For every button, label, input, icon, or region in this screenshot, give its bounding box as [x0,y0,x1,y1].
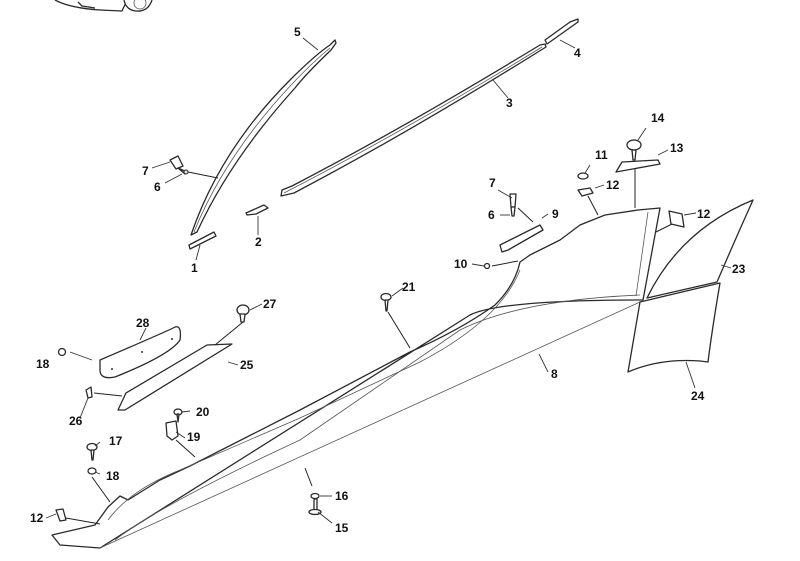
callout-18-upper: 18 [36,357,50,371]
callout-12-lower: 12 [30,511,44,525]
part-27-clip [236,304,250,323]
callout-20: 20 [196,405,210,419]
callout-2: 2 [255,235,262,249]
part-12-nut-right [668,210,685,228]
callout-14: 14 [651,111,665,125]
callout-5: 5 [294,25,301,39]
part-6-screw-left [177,167,189,175]
part-20-screw [173,408,183,423]
part-12-nut-top [577,187,594,197]
callout-26: 26 [69,414,83,428]
part-4-strip-end [544,18,579,45]
part-11-cap [577,172,589,180]
part-28-pad [99,326,182,379]
part-16-washer [310,492,320,500]
part-25-trim-strip [117,343,233,411]
part-19-clip [165,420,179,441]
callout-4: 4 [574,46,581,60]
callout-8: 8 [551,367,558,381]
part-10-pin [483,262,491,270]
part-12-nut-lower [55,508,67,522]
part-8-side-sill-panel [51,207,661,549]
part-13-bracket [615,159,661,173]
callout-3: 3 [506,96,513,110]
callout-21: 21 [402,280,416,294]
part-2-end-cap [245,204,269,216]
part-9-bracket [499,224,544,253]
callout-6-right: 6 [488,208,495,222]
callout-24: 24 [691,389,705,403]
part-23-wheel-arch-upper [646,199,754,299]
callout-7-right: 7 [489,176,496,190]
callout-17: 17 [109,434,123,448]
callout-13: 13 [670,141,684,155]
part-5-pillar-trim [190,39,337,236]
part-7-clip-left [169,155,184,170]
callout-9: 9 [552,207,559,221]
callout-18-lower: 18 [106,469,120,483]
part-17-screw [86,442,98,461]
callout-7-left: 7 [142,164,149,178]
callout-19: 19 [187,430,201,444]
part-26-clip [85,386,93,399]
part-7-clip-right [509,193,517,208]
callout-labels: 5 4 3 7 6 1 2 7 6 9 10 11 12 14 13 12 23… [30,25,746,535]
callout-12-right: 12 [697,207,711,221]
callout-27: 27 [263,297,277,311]
callout-12-top: 12 [606,178,620,192]
callout-10: 10 [454,257,468,271]
callout-25: 25 [240,358,254,372]
part-1-end-cap [188,231,217,250]
part-18-washer-upper [57,347,67,357]
part-14-bolt [626,139,642,161]
callout-15: 15 [335,521,349,535]
callout-11: 11 [595,148,608,162]
callout-23: 23 [732,262,746,276]
part-24-wheel-arch-lower [627,282,721,373]
part-3-roof-strip [280,43,547,197]
callout-6-left: 6 [154,180,161,194]
part-15-bolt [308,498,322,516]
part-18-washer-lower [87,467,97,475]
callout-16: 16 [335,489,349,503]
leader-lines [45,37,732,525]
callout-1: 1 [191,261,198,275]
part-6-screw-right [510,206,516,217]
callout-28: 28 [136,316,150,330]
part-21-screw [380,292,392,312]
vehicle-thumbnail [54,0,153,12]
